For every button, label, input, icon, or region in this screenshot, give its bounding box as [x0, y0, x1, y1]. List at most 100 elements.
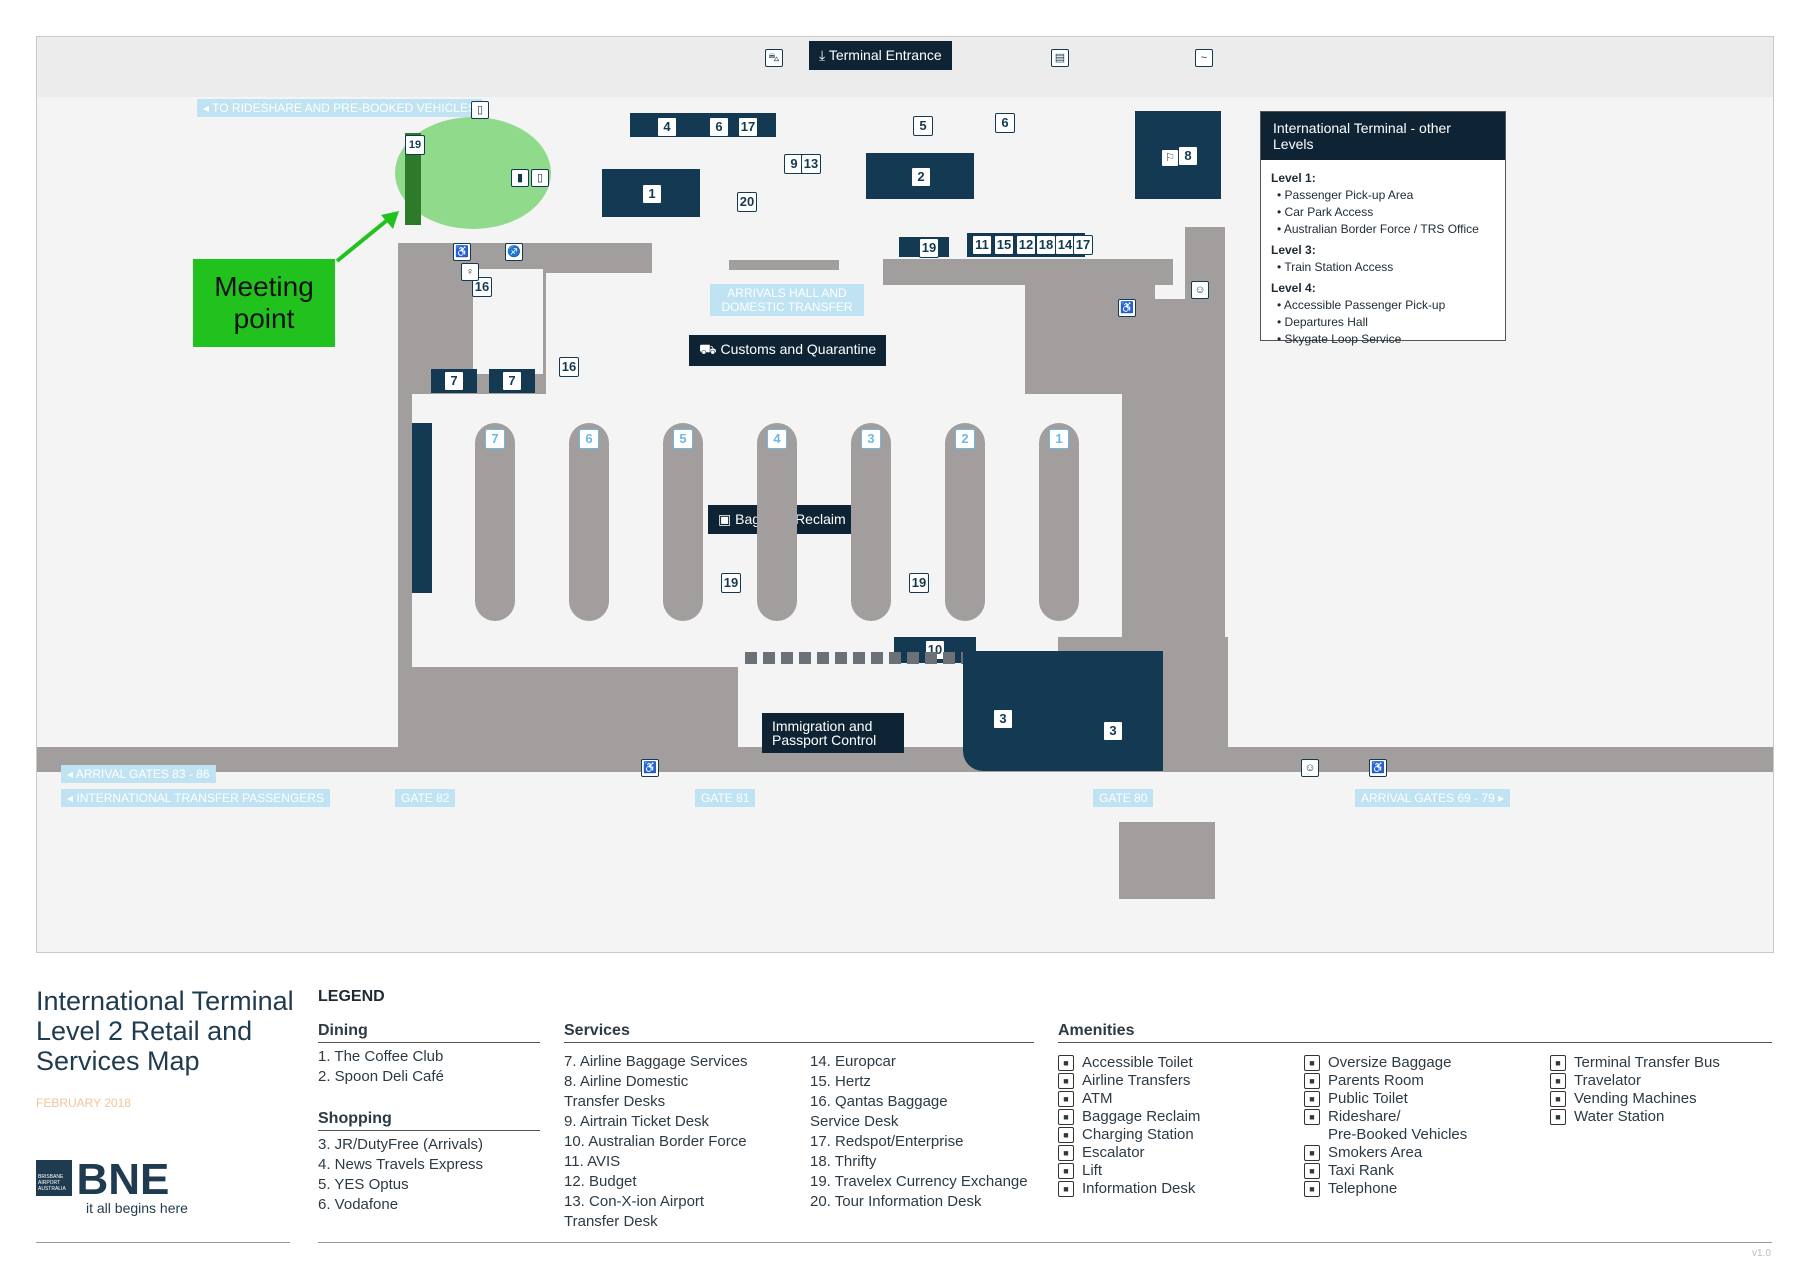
carousel-number[interactable]: 5 — [673, 429, 693, 449]
escalator-bar — [729, 260, 839, 270]
baggage-carousel: 1 — [1039, 423, 1079, 621]
level-item: • Train Station Access — [1277, 260, 1394, 274]
baggage-carousel: 2 — [945, 423, 985, 621]
amenity-icon: ■ — [1058, 1127, 1074, 1144]
accessible-toilet-pier-east-icon: ♿ — [1369, 759, 1387, 777]
legend-item: 14. Europcar — [810, 1053, 896, 1070]
gate-82-label[interactable]: GATE 82 — [395, 789, 456, 807]
service-18-marker[interactable]: 18 — [1036, 235, 1056, 255]
intl-transfer-label[interactable]: ◂ INTERNATIONAL TRANSFER PASSENGERS — [61, 789, 330, 807]
vending-machine-icon: ▮ — [511, 169, 529, 187]
terminal-map: ⤓ Terminal Entrance 4 6 17 1 2 5 6 9 13 … — [36, 36, 1774, 953]
terminal-transfer-bus-icon: ▤ — [1051, 49, 1069, 67]
carousel-number[interactable]: 4 — [767, 429, 787, 449]
shop-4-marker[interactable]: 4 — [657, 117, 677, 137]
arrival-gates-left-label[interactable]: ◂ ARRIVAL GATES 83 - 86 — [61, 765, 216, 783]
baggage-carousel: 6 — [569, 423, 609, 621]
shop-3b-marker[interactable]: 3 — [1103, 721, 1123, 741]
legend-item: 2. Spoon Deli Café — [318, 1068, 444, 1085]
legend-item: 20. Tour Information Desk — [810, 1193, 982, 1210]
gate-81-label[interactable]: GATE 81 — [695, 789, 756, 807]
service-16-west-marker[interactable]: 16 — [472, 277, 492, 297]
service-7b-marker[interactable]: 7 — [502, 371, 522, 391]
service-19-kiosk-marker[interactable]: 19 — [405, 135, 425, 155]
legend-item: 18. Thrifty — [810, 1153, 877, 1170]
service-13-marker[interactable]: 13 — [801, 154, 821, 174]
gate-80-label[interactable]: GATE 80 — [1093, 789, 1154, 807]
legend-item: 12. Budget — [564, 1173, 637, 1190]
level-item: • Passenger Pick-up Area — [1277, 188, 1414, 202]
amenity-icon: ■ — [1550, 1073, 1566, 1090]
amenity-icon: ■ — [1304, 1181, 1320, 1198]
dining-2-marker[interactable]: 2 — [911, 167, 931, 187]
service-20-marker[interactable]: 20 — [737, 192, 757, 212]
level-item: • Australian Border Force / TRS Office — [1277, 222, 1479, 236]
service-11-marker[interactable]: 11 — [972, 235, 992, 255]
shop-5-marker[interactable]: 5 — [913, 116, 933, 136]
travelex-kiosk — [405, 133, 421, 225]
public-toilet-icon: ♀ — [461, 263, 479, 281]
legend-item: 1. The Coffee Club — [318, 1048, 444, 1065]
map-date: FEBRUARY 2018 — [36, 1096, 131, 1110]
shopping-legend: Shopping 3. JR/DutyFree (Arrivals)4. New… — [318, 1110, 540, 1215]
service-16-marker[interactable]: 16 — [559, 357, 579, 377]
dining-1-marker[interactable]: 1 — [642, 184, 662, 204]
shop-6-marker[interactable]: 6 — [709, 117, 729, 137]
amenity-legend-item: ■Accessible Toilet — [1058, 1054, 1200, 1072]
shop-6b-marker[interactable]: 6 — [995, 113, 1015, 133]
rideshare-icon: ▯ — [471, 101, 489, 119]
legend-item: 4. News Travels Express — [318, 1156, 484, 1173]
legend-item: 13. Con-X-ion Airport Transfer Desk — [564, 1193, 705, 1230]
amenity-icon: ■ — [1058, 1181, 1074, 1198]
amenity-icon: ■ — [1304, 1073, 1320, 1090]
charging-station-icon: ▯ — [531, 169, 549, 187]
service-19-east-marker[interactable]: 19 — [919, 238, 939, 258]
amenity-legend-item: ■Vending Machines — [1550, 1090, 1720, 1108]
amenity-legend-item: ■Rideshare/ Pre-Booked Vehicles — [1304, 1108, 1467, 1144]
amenity-icon: ■ — [1304, 1163, 1320, 1180]
carousel-number[interactable]: 2 — [955, 429, 975, 449]
footer-divider-left — [36, 1242, 290, 1243]
meeting-point-arrow — [335, 211, 399, 263]
level-heading: Level 1: — [1271, 171, 1316, 185]
amenity-legend-item: ■ATM — [1058, 1090, 1200, 1108]
arrivals-hall-label[interactable]: ARRIVALS HALL AND DOMESTIC TRANSFER — [710, 284, 864, 316]
service-14-marker[interactable]: 14 — [1055, 235, 1075, 255]
service-17-marker[interactable]: 17 — [738, 117, 758, 137]
service-12-marker[interactable]: 12 — [1016, 235, 1036, 255]
amenity-legend-item: ■Travelator — [1550, 1072, 1720, 1090]
legend-item: 9. Airtrain Ticket Desk — [564, 1113, 710, 1130]
service-8-marker[interactable]: 8 — [1178, 146, 1198, 166]
legend-item: 10. Australian Border Force — [564, 1133, 747, 1150]
baggage-carousel: 7 — [475, 423, 515, 621]
legend-item: 6. Vodafone — [318, 1196, 399, 1213]
carousel-number[interactable]: 1 — [1049, 429, 1069, 449]
service-7a-marker[interactable]: 7 — [444, 371, 464, 391]
accessible-toilet-east-icon: ♿ — [1118, 299, 1136, 317]
south-west-block — [398, 667, 738, 777]
amenity-legend-item: ■Terminal Transfer Bus — [1550, 1054, 1720, 1072]
meeting-point-label: Meeting point — [193, 259, 335, 347]
rideshare-direction-label[interactable]: ◂ TO RIDESHARE AND PRE-BOOKED VEHICLES — [197, 99, 482, 117]
version-label: v1.0 — [1752, 1248, 1771, 1259]
amenity-icon: ■ — [1304, 1091, 1320, 1108]
service-19-south-b-marker[interactable]: 19 — [909, 573, 929, 593]
service-9-marker[interactable]: 9 — [784, 154, 804, 174]
amenity-icon: ■ — [1304, 1055, 1320, 1072]
legend-item: 15. Hertz — [810, 1073, 871, 1090]
level-item: • Accessible Passenger Pick-up — [1277, 298, 1446, 312]
service-15-marker[interactable]: 15 — [994, 235, 1014, 255]
carousel-number[interactable]: 3 — [861, 429, 881, 449]
shop-3a-marker[interactable]: 3 — [993, 709, 1013, 729]
carousel-number[interactable]: 7 — [485, 429, 505, 449]
taxi-rank-icon: ⛍ — [765, 49, 783, 67]
service-19-south-a-marker[interactable]: 19 — [721, 573, 741, 593]
legend-item: 19. Travelex Currency Exchange — [810, 1173, 1028, 1190]
service-17b-marker[interactable]: 17 — [1073, 235, 1093, 255]
carousel-number[interactable]: 6 — [579, 429, 599, 449]
other-levels-box: International Terminal - other Levels Le… — [1260, 111, 1506, 346]
arrival-gates-right-label[interactable]: ARRIVAL GATES 69 - 79 ▸ — [1355, 789, 1511, 807]
amenity-legend-item: ■Lift — [1058, 1162, 1200, 1180]
